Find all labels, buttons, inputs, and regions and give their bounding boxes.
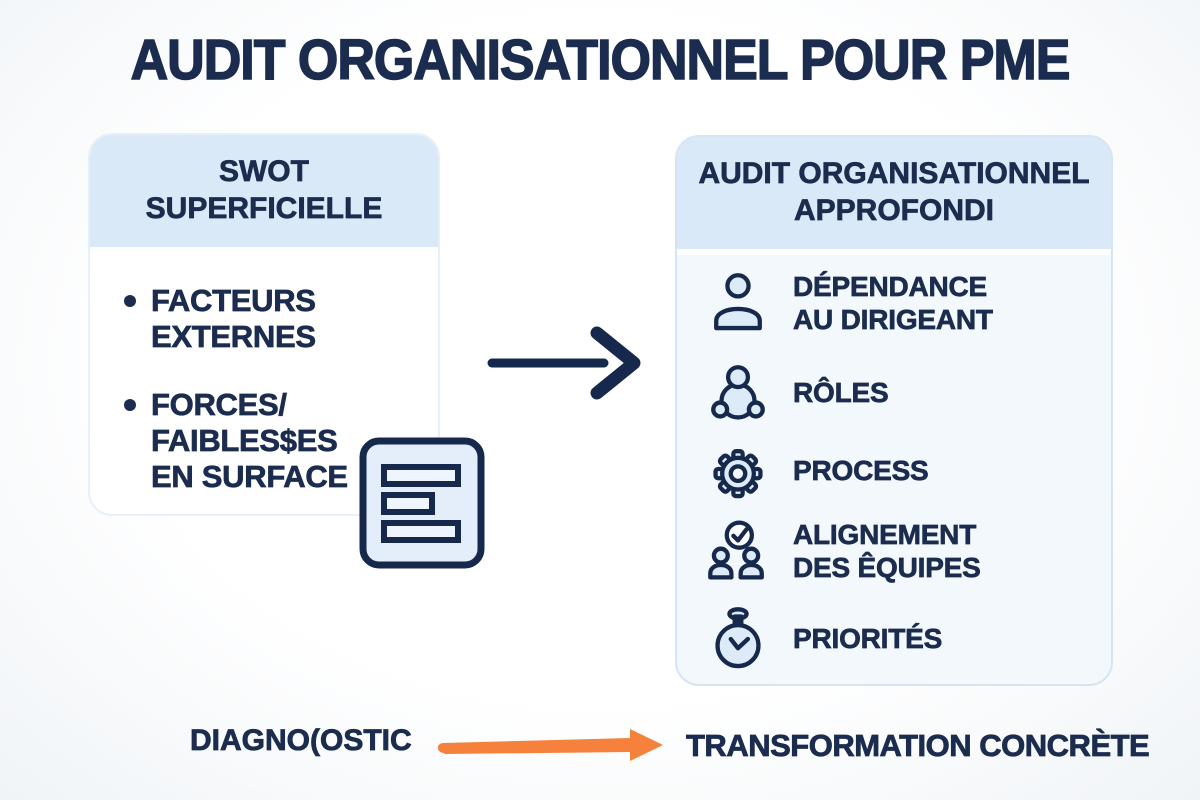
item-label: PRIORITÉS — [793, 623, 943, 655]
list-item: FORCES/ FAIBLES$ES EN SURFACE — [124, 387, 428, 495]
item-label: RÔLES — [793, 377, 889, 409]
page-title: AUDIT ORGANISATIONNEL POUR PME — [130, 28, 1071, 92]
swot-card-body: FACTEURS EXTERNES FORCES/ FAIBLES$ES EN … — [90, 253, 438, 495]
bullet-text: FACTEURS EXTERNES — [151, 283, 317, 355]
item-label: DÉPENDANCE AU DIRIGEANT — [793, 270, 994, 336]
diagnostic-label: DIAGNO(OSTIC — [190, 724, 412, 758]
bullet-dot-icon — [124, 295, 136, 307]
team-check-icon — [708, 520, 764, 580]
swot-card: SWOT SUPERFICIELLE FACTEURS EXTERNES FOR… — [88, 133, 440, 516]
audit-card-header: AUDIT ORGANISATIONNEL APPROFONDI — [677, 137, 1111, 255]
list-item: PRIORITÉS — [705, 605, 943, 673]
list-item: PROCESS — [705, 437, 929, 505]
roles-icon — [711, 365, 765, 420]
list-item: ALIGNEMENT DES ÊQUIPES — [705, 517, 981, 585]
arrow-right-icon — [487, 326, 641, 400]
list-item: DÉPENDANCE AU DIRIGEANT — [705, 269, 993, 337]
document-icon — [359, 437, 485, 569]
bullet-dot-icon — [124, 398, 136, 411]
transformation-label: TRANSFORMATION CONCRÈTE — [686, 728, 1151, 764]
bullet-text: FORCES/ FAIBLES$ES EN SURFACE — [151, 386, 349, 495]
gear-icon — [713, 449, 763, 499]
audit-card: AUDIT ORGANISATIONNEL APPROFONDI DÉPENDA… — [675, 135, 1113, 686]
item-label: ALIGNEMENT DES ÊQUIPES — [793, 518, 982, 584]
swot-card-header: SWOT SUPERFICIELLE — [90, 135, 438, 253]
item-label: PROCESS — [793, 455, 929, 487]
person-icon — [714, 273, 762, 331]
stopwatch-icon — [715, 607, 761, 669]
audit-card-title: AUDIT ORGANISATIONNEL APPROFONDI — [698, 157, 1090, 227]
swot-card-title: SWOT SUPERFICIELLE — [145, 155, 383, 225]
orange-arrow-icon — [437, 729, 663, 761]
list-item: RÔLES — [705, 359, 889, 427]
list-item: FACTEURS EXTERNES — [124, 283, 428, 355]
